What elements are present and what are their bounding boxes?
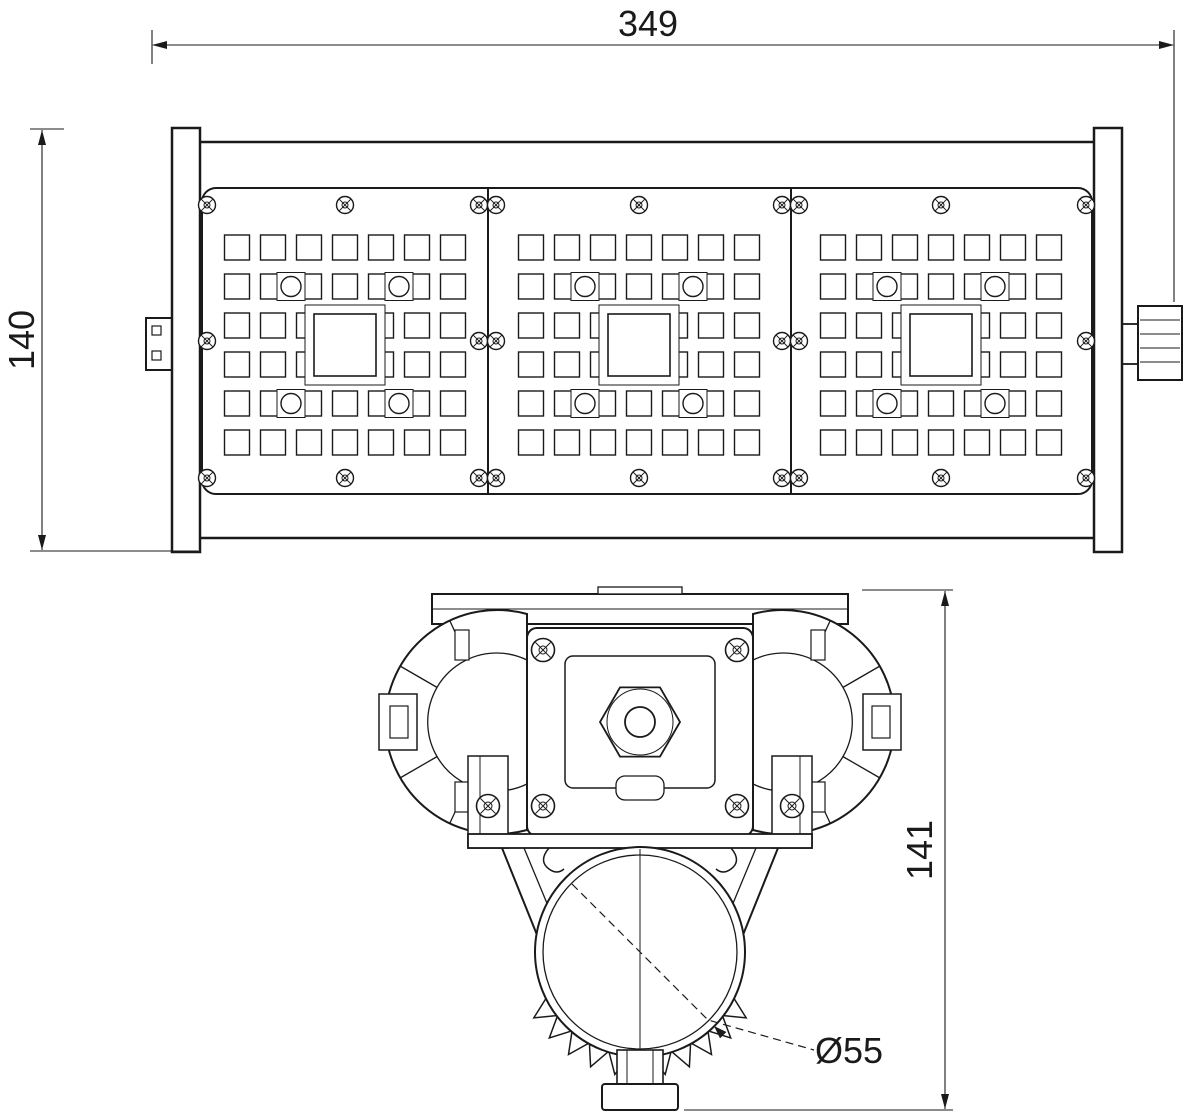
diameter-callout: Ø55 (571, 883, 883, 1071)
hex-nut (598, 686, 682, 758)
section-height-value: 141 (899, 820, 940, 880)
spring-clip-right (715, 847, 738, 873)
overall-width-value: 349 (618, 3, 678, 44)
cable-gland (1121, 305, 1183, 381)
mounting-bracket (145, 317, 175, 371)
leader-arrow (714, 1026, 727, 1039)
end-cap-right (1092, 126, 1124, 554)
dimension-section-height: 141 (684, 589, 953, 1111)
bottom-clamp (601, 1049, 679, 1111)
overall-height-value: 140 (1, 310, 42, 370)
spring-clip-left (542, 847, 565, 873)
dimension-overall-height: 140 (1, 128, 198, 552)
heatsink-wing-left (378, 609, 528, 849)
bracket-hole (151, 325, 162, 336)
tube-diameter-value: Ø55 (815, 1030, 883, 1071)
top-tab (597, 586, 683, 595)
dimension-overall-width: 349 (151, 3, 1175, 302)
nut-bore (624, 706, 656, 738)
cross-section-view: Ø55 (378, 586, 902, 1111)
lower-cross-bar (467, 833, 813, 849)
driver-box-notch (615, 775, 665, 801)
front-view (145, 126, 1183, 554)
heatsink-wing-right (752, 609, 902, 849)
nut-chamfer-circle (606, 688, 674, 756)
bracket-hole (151, 350, 162, 361)
end-cap-left (170, 126, 202, 554)
